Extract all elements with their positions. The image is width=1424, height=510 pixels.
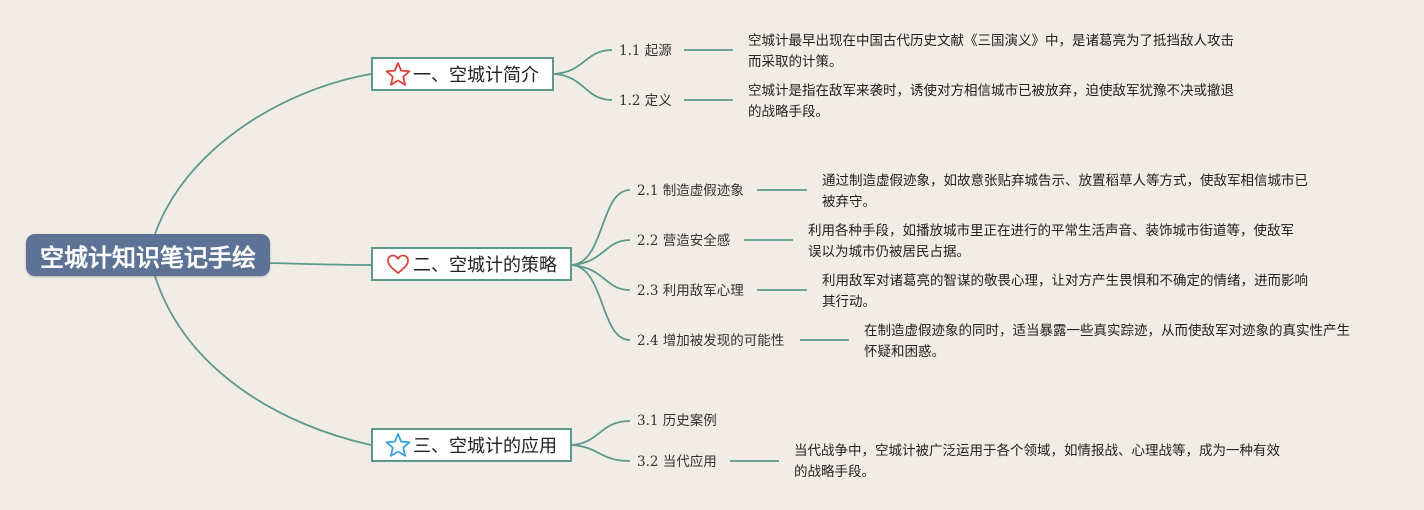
connector-line: [571, 189, 631, 266]
topic-sense-of-safety[interactable]: 2.2 营造安全感: [637, 233, 731, 249]
desc-origin: 空城计最早出现在中国古代历史文献《三国演义》中，是诸葛亮为了抵挡敌人攻击而采取的…: [748, 33, 1234, 70]
topic-fake-signs[interactable]: 2.1 制造虚假迹象: [637, 183, 744, 199]
desc-sense-of-safety: 利用各种手段，如播放城市里正在进行的平常生活声音、装饰城市街道等，使敌军误以为城…: [808, 223, 1294, 260]
topic-historical-cases[interactable]: 3.1 历史案例: [637, 413, 717, 429]
topic-modern-applications[interactable]: 3.2 当代应用: [637, 454, 717, 470]
connector-line: [571, 444, 631, 462]
desc-modern-applications: 当代战争中，空城计被广泛运用于各个领域，如情报战、心理战等，成为一种有效的战略手…: [794, 443, 1280, 480]
connector-line: [553, 49, 613, 75]
topic-enemy-psychology[interactable]: 2.3 利用敌军心理: [637, 283, 744, 299]
connector-line: [269, 262, 372, 266]
branch-introduction[interactable]: 一、空城计简介: [371, 57, 554, 91]
root-topic[interactable]: 空城计知识笔记手绘: [26, 234, 270, 276]
connector-line: [154, 73, 372, 235]
topic-origin[interactable]: 1.1 起源: [619, 43, 672, 59]
topic-exposure[interactable]: 2.4 增加被发现的可能性: [637, 333, 785, 349]
heart-outline-red-icon: [385, 251, 411, 277]
connector-line: [154, 275, 372, 446]
connector-line: [571, 264, 631, 291]
branch-label: 三、空城计的应用: [413, 436, 557, 457]
topic-definition[interactable]: 1.2 定义: [619, 93, 672, 109]
branch-label: 一、空城计简介: [413, 65, 539, 86]
desc-fake-signs: 通过制造虚假迹象，如故意张贴弃城告示、放置稻草人等方式，使敌军相信城市已被弃守。: [822, 173, 1308, 210]
desc-enemy-psychology: 利用敌军对诸葛亮的智谋的敬畏心理，让对方产生畏惧和不确定的情绪，进而影响其行动。: [822, 273, 1308, 310]
connector-line: [553, 73, 613, 101]
branch-strategies[interactable]: 二、空城计的策略: [371, 247, 572, 281]
branch-label: 二、空城计的策略: [413, 255, 557, 276]
connector-line: [571, 420, 631, 446]
connector-line: [571, 239, 631, 266]
connector-line: [571, 264, 631, 341]
root-title: 空城计知识笔记手绘: [40, 243, 256, 272]
desc-exposure: 在制造虚假迹象的同时，适当暴露一些真实踪迹，从而使敌军对迹象的真实性产生怀疑和困…: [864, 323, 1350, 360]
star-outline-blue-icon: [385, 432, 411, 458]
branch-applications[interactable]: 三、空城计的应用: [371, 428, 572, 462]
desc-definition: 空城计是指在敌军来袭时，诱使对方相信城市已被放弃，迫使敌军犹豫不决或撤退的战略手…: [748, 83, 1234, 120]
star-outline-red-icon: [385, 61, 411, 87]
